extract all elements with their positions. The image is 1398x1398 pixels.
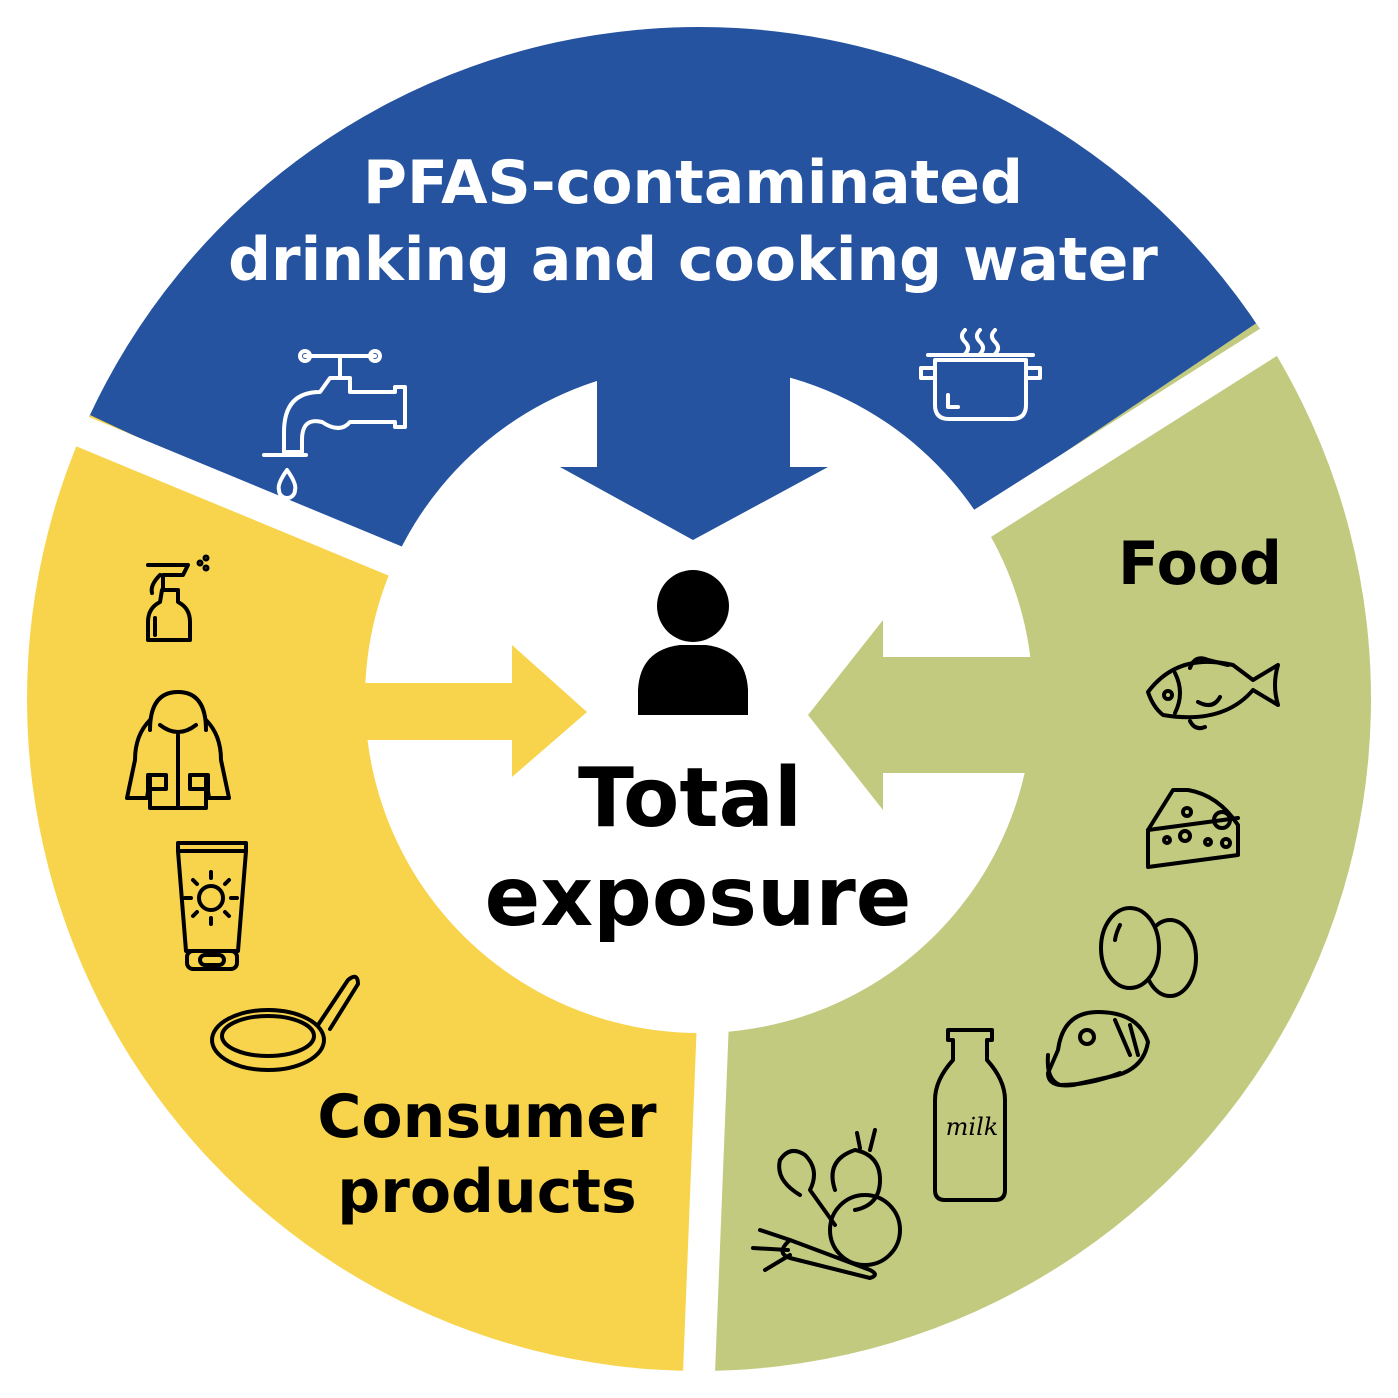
center-label-line1: Total	[578, 751, 802, 846]
water-title-line2: drinking and cooking water	[228, 225, 1158, 295]
arrow-consumer	[300, 645, 587, 777]
person-icon	[638, 570, 748, 715]
spray-bottle-icon	[146, 554, 210, 642]
center-label-line2: exposure	[485, 850, 912, 945]
ham-icon	[1045, 1010, 1150, 1088]
food-label: Food	[1118, 529, 1282, 599]
faucet-icon	[262, 349, 407, 500]
cooking-pot-icon	[919, 328, 1042, 421]
arrow-food	[808, 620, 1100, 810]
milk-bottle-icon: milk	[933, 1028, 1007, 1202]
fish-icon	[1146, 656, 1280, 731]
rain-jacket-icon	[125, 690, 231, 810]
segment-gaps	[33, 302, 1319, 1398]
segment-consumer	[26, 415, 700, 1372]
cheese-icon	[1146, 788, 1240, 869]
arrow-water	[560, 300, 828, 540]
segment-food	[687, 323, 1372, 1371]
milk-text: milk	[946, 1113, 999, 1141]
eggs-icon	[1099, 906, 1198, 998]
water-title-line1: PFAS-contaminated	[363, 148, 1023, 218]
consumer-label-line1: Consumer	[317, 1082, 657, 1152]
consumer-label-line2: products	[337, 1157, 636, 1227]
sunscreen-icon	[176, 841, 248, 971]
segment-water	[85, 26, 1263, 564]
vegetables-icon	[751, 1128, 902, 1280]
frying-pan-icon	[210, 974, 360, 1072]
